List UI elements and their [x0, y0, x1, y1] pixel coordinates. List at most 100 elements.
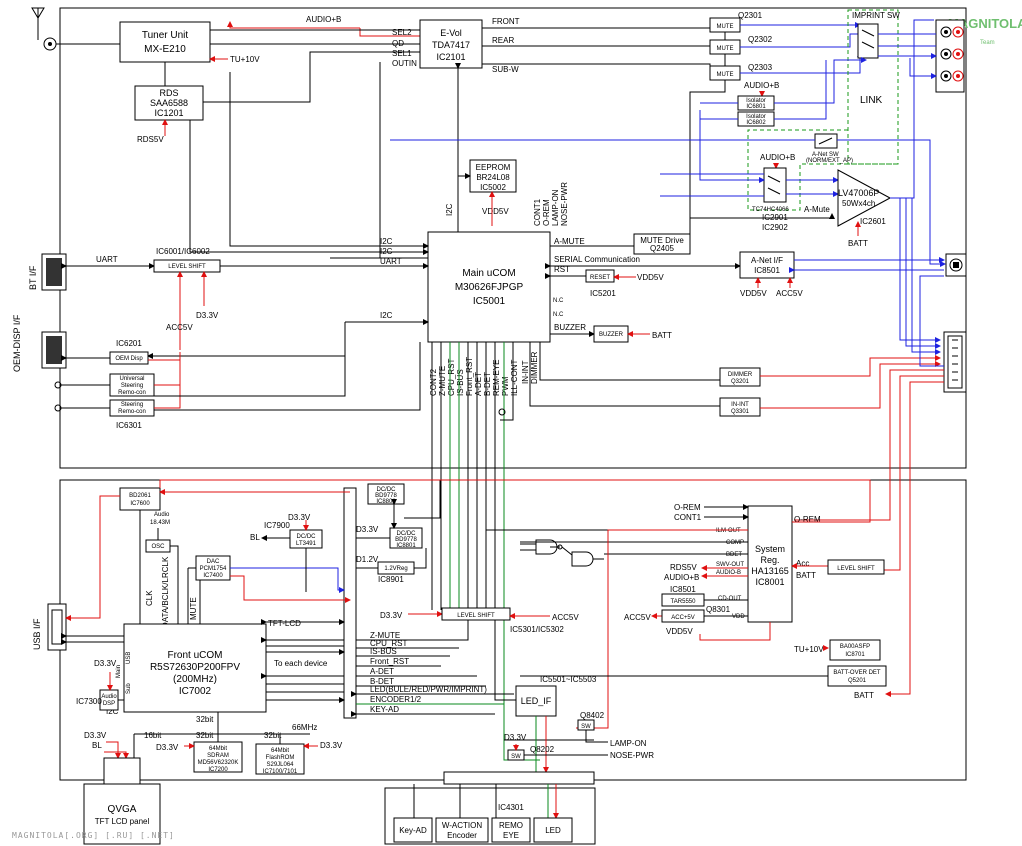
- svg-text:SAA6588: SAA6588: [150, 98, 188, 108]
- svg-text:TFT LCD panel: TFT LCD panel: [95, 817, 150, 826]
- svg-text:IC2101: IC2101: [436, 52, 465, 62]
- inint-q3301: IN-INT Q3301: [719, 397, 761, 417]
- bt-connector: BT I/F: [28, 253, 67, 291]
- svg-text:IC7200: IC7200: [208, 767, 228, 773]
- amp-ic-label: IC2601: [860, 217, 886, 226]
- svg-text:Isolator: Isolator: [746, 98, 766, 104]
- serial-comm-label: SERIAL Communication: [554, 255, 640, 264]
- svg-text:Team: Team: [980, 40, 995, 46]
- ucom-i2c1-label: I2C: [380, 237, 393, 246]
- antenna-icon: [31, 7, 120, 51]
- sysreg-audio-pin: AUDIO-B: [716, 570, 741, 576]
- svg-text:E-Vol: E-Vol: [440, 28, 462, 38]
- dcdc1-d33-label: D3.3V: [288, 513, 311, 522]
- svg-text:PCM1754: PCM1754: [200, 566, 227, 572]
- sysreg-ilm: ILM-OUT: [716, 528, 741, 534]
- oem-disp-box: OEM Disp: [109, 351, 149, 365]
- front-bus-labels: Z-MUTE CPU_RST IS-BUS Front_RST A-DET B-…: [370, 631, 487, 714]
- svg-text:OSC: OSC: [151, 544, 165, 550]
- led-box: LED: [533, 817, 573, 843]
- svg-text:Reg.: Reg.: [760, 555, 779, 565]
- svg-text:DC/DC: DC/DC: [297, 534, 317, 540]
- svg-text:ILL-CONT: ILL-CONT: [510, 359, 519, 396]
- svg-text:BD9778: BD9778: [395, 537, 417, 543]
- sysreg-acc: Acc: [796, 559, 809, 568]
- svg-text:MUTE: MUTE: [717, 24, 734, 30]
- svg-text:Main: Main: [116, 665, 122, 678]
- dac-mute-label: MUTE: [189, 597, 198, 620]
- anet-connector: [945, 253, 967, 277]
- svg-text:LAMP-ON: LAMP-ON: [551, 189, 560, 226]
- tc74-switch: [763, 167, 787, 203]
- svg-text:N.C: N.C: [553, 298, 564, 304]
- svg-text:Remo-con: Remo-con: [118, 390, 146, 396]
- dimmer-q3201: DIMMER Q3201: [719, 367, 761, 387]
- svg-text:DIMMER: DIMMER: [728, 372, 753, 378]
- svg-text:Audio: Audio: [101, 694, 117, 700]
- svg-text:18.43M: 18.43M: [150, 520, 170, 526]
- svg-text:BD2061: BD2061: [129, 493, 151, 499]
- svg-text:(NORM/EXT_AP): (NORM/EXT_AP): [806, 158, 853, 164]
- reset-ic-label: IC5201: [590, 289, 616, 298]
- svg-text:IC1201: IC1201: [154, 108, 183, 118]
- tuner-tu10v-label: TU+10V: [230, 55, 260, 64]
- amp-amute-label: A-Mute: [804, 205, 830, 214]
- rds-chip: RDS SAA6588 IC1201: [134, 85, 204, 121]
- bus-66mhz: 66MHz: [292, 723, 317, 732]
- svg-text:IC8001: IC8001: [755, 577, 784, 587]
- front-bus-connector: [343, 487, 357, 719]
- buzzer-batt-label: BATT: [652, 331, 672, 340]
- svg-text:OEM Disp: OEM Disp: [115, 356, 143, 362]
- svg-text:System: System: [755, 544, 785, 554]
- svg-text:Universal: Universal: [119, 376, 144, 382]
- svg-text:SW: SW: [511, 754, 521, 760]
- svg-text:A-Net SW: A-Net SW: [812, 152, 839, 158]
- evol-sel2-label: SEL2: [392, 28, 412, 37]
- svg-text:KEY-AD: KEY-AD: [370, 705, 399, 714]
- svg-text:BR24L08: BR24L08: [476, 173, 510, 182]
- sysreg-cd: CD-OUT: [718, 596, 742, 602]
- sdram-chip: 64Mbit SDRAM MD56V62320K IC7200: [193, 741, 243, 773]
- svg-text:IMPRINT SW: IMPRINT SW: [852, 11, 900, 20]
- battdet-batt: BATT: [854, 691, 874, 700]
- reg12-label: D1.2V: [356, 555, 379, 564]
- svg-text:S29JL064: S29JL064: [266, 762, 294, 768]
- dcdc1-ic-label: IC7900: [264, 521, 290, 530]
- svg-text:Audio: Audio: [154, 512, 170, 518]
- main-harness-connector: [943, 331, 967, 393]
- svg-text:IC6802: IC6802: [746, 120, 766, 126]
- svg-text:DIMMER: DIMMER: [530, 351, 539, 384]
- tft-lcd-panel: QVGA TFT LCD panel: [83, 757, 161, 845]
- svg-text:B-DET: B-DET: [483, 372, 492, 396]
- mute-q1-label: Q2301: [738, 11, 763, 20]
- q8402-switch: SW: [577, 719, 595, 731]
- svg-text:Z-MUTE: Z-MUTE: [438, 366, 447, 396]
- mute-block-1: MUTE: [709, 17, 741, 33]
- tuner-audio-b-label: AUDIO+B: [306, 15, 341, 24]
- svg-text:Remo-con: Remo-con: [118, 409, 146, 415]
- oem-connector: OEM-DISP I/F: [12, 314, 67, 372]
- svg-text:HA13165: HA13165: [751, 566, 789, 576]
- serial-rst-label: RST: [554, 265, 570, 274]
- svg-text:TAR5550: TAR5550: [671, 599, 697, 605]
- svg-text:CONT2: CONT2: [429, 368, 438, 396]
- mute-block-2: MUTE: [709, 39, 741, 55]
- ic7300-audio-dsp: Audio DSP: [99, 689, 119, 711]
- svg-text:IC7002: IC7002: [179, 686, 212, 697]
- key-ad-box: Key-AD: [393, 817, 433, 843]
- evol-qd-label: QD: [392, 39, 404, 48]
- svg-text:W-ACTION: W-ACTION: [442, 821, 483, 830]
- reset-vdd-label: VDD5V: [637, 273, 664, 282]
- svg-text:LED_IF: LED_IF: [521, 696, 552, 706]
- svg-text:Tuner Unit: Tuner Unit: [142, 30, 189, 41]
- svg-text:Steering: Steering: [121, 402, 143, 408]
- svg-text:BA00ASFP: BA00ASFP: [840, 644, 870, 650]
- svg-text:MX-E210: MX-E210: [144, 44, 186, 55]
- svg-text:IS-BUS: IS-BUS: [456, 369, 465, 396]
- usb-connector: USB I/F: [32, 603, 67, 651]
- w-action-encoder-box: W-ACTION Encoder: [435, 817, 489, 843]
- lamp-on-label: LAMP-ON: [610, 739, 647, 748]
- front-ucom-each-label: To each device: [274, 659, 328, 668]
- svg-text:64Mbit: 64Mbit: [271, 748, 289, 754]
